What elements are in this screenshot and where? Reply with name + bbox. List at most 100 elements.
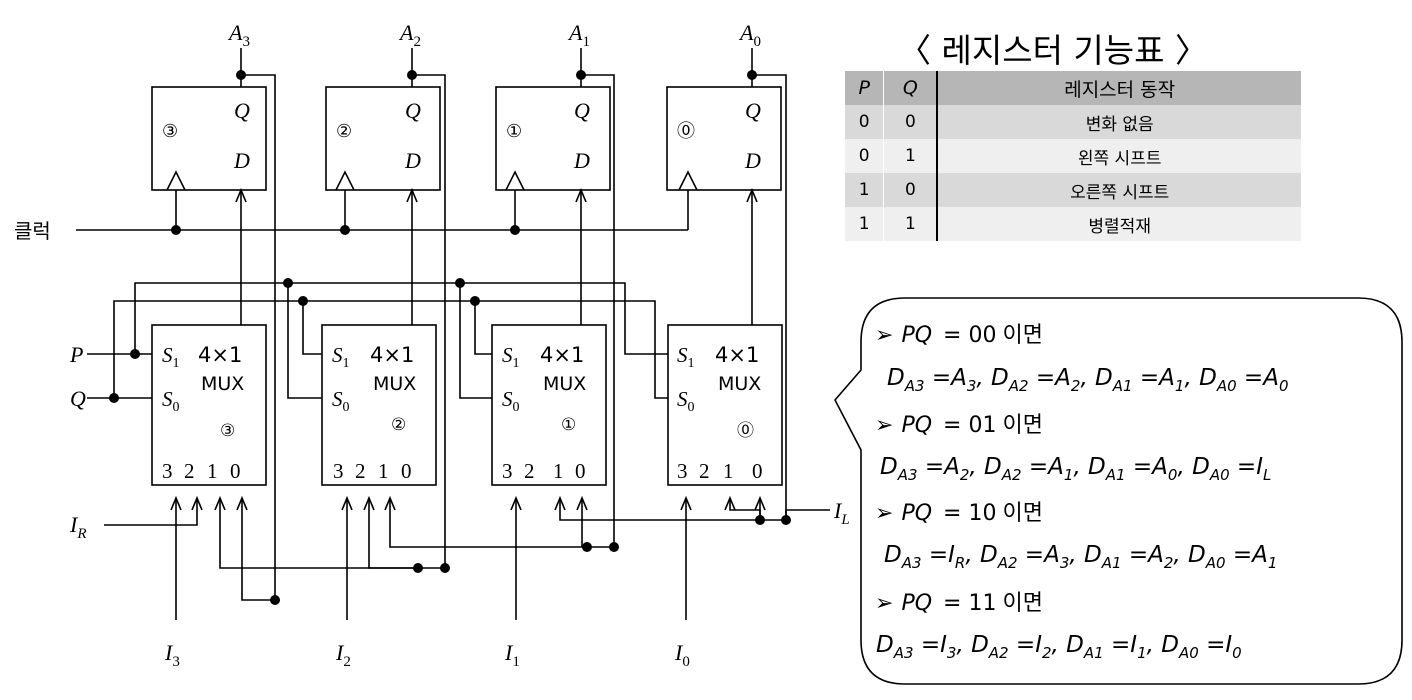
mux-size-label: 4×1	[715, 343, 759, 367]
ff-q-label: Q	[745, 98, 761, 123]
junction-dots	[109, 70, 791, 605]
table-row: 1 0 오른쪽 시프트	[845, 173, 1301, 207]
wires	[76, 48, 830, 620]
cell-q: 1	[883, 139, 938, 173]
serial-left-label: IL	[833, 498, 850, 528]
signal-q-label: Q	[70, 386, 86, 411]
mux-input-3: 3	[162, 459, 173, 483]
output-a0: A0	[738, 20, 761, 50]
callout-case-00-equations: DA3 =A3, DA2 =A2, DA1 =A1, DA0 =A0	[887, 365, 1289, 395]
mux-index: ⓪	[737, 421, 754, 441]
ff-index: ②	[336, 121, 352, 142]
flip-flop-1: ① Q D	[495, 86, 611, 191]
ff-index: ①	[506, 121, 522, 142]
mux-input-1: 1	[723, 459, 734, 483]
mux-input-1: 1	[207, 459, 218, 483]
callout-case-11-equations: DA3 =I3, DA2 =I2, DA1 =I1, DA0 =I0	[876, 632, 1242, 662]
ff-q-label: Q	[405, 98, 421, 123]
parallel-input-i2: I2	[335, 640, 351, 670]
mux-input-3: 3	[677, 459, 688, 483]
cell-q: 0	[883, 173, 938, 207]
mux-input-2: 2	[524, 459, 535, 483]
ff-index: ⓪	[677, 121, 695, 142]
cell-operation: 오른쪽 시프트	[936, 173, 1301, 207]
cell-p: 0	[845, 105, 884, 139]
signal-p-label: P	[69, 342, 83, 367]
mux-name-label: MUX	[543, 373, 586, 395]
mux-s0-label: S0	[677, 387, 695, 415]
ff-q-label: Q	[234, 98, 250, 123]
table-row: 0 0 변화 없음	[845, 105, 1301, 139]
output-a3: A3	[227, 20, 250, 50]
mux-size-label: 4×1	[198, 343, 242, 367]
mux-input-3: 3	[333, 459, 344, 483]
cell-p: 1	[845, 207, 884, 241]
parallel-input-i3: I3	[164, 640, 180, 670]
cell-p: 1	[845, 173, 884, 207]
mux-input-2: 2	[355, 459, 366, 483]
mux-s0-label: S0	[502, 387, 520, 415]
mux-3: S1 S0 4×1 MUX ③ 3 2 1 0	[151, 324, 267, 486]
mux-1: S1 S0 4×1 MUX ① 3 2 1 0	[491, 324, 607, 486]
ff-d-label: D	[744, 148, 761, 173]
flip-flop-0: ⓪ Q D	[666, 86, 782, 191]
mux-s1-label: S1	[677, 343, 695, 371]
clock-label: 클럭	[14, 219, 51, 243]
mux-name-label: MUX	[718, 373, 761, 395]
mux-index: ③	[220, 421, 235, 441]
cell-operation: 변화 없음	[936, 105, 1301, 139]
mux-name-label: MUX	[373, 373, 416, 395]
ff-d-label: D	[233, 148, 250, 173]
mux-input-0: 0	[752, 459, 763, 483]
parallel-input-labels: I3 I2 I1 I0	[164, 640, 690, 670]
mux-input-2: 2	[699, 459, 710, 483]
mux-input-0: 0	[575, 459, 586, 483]
callout-bubble	[834, 297, 1403, 685]
callout-case-10-equations: DA3 =IR, DA2 =A3, DA1 =A2, DA0 =A1	[884, 542, 1277, 572]
cell-operation: 왼쪽 시프트	[936, 139, 1301, 173]
parallel-input-i1: I1	[504, 640, 520, 670]
mux-s0-label: S0	[332, 387, 350, 415]
ff-q-label: Q	[574, 98, 590, 123]
cell-operation: 병렬적재	[936, 207, 1301, 241]
ff-index: ③	[162, 121, 178, 142]
function-table-header: P Q 레지스터 동작	[845, 71, 1301, 105]
callout-case-01-equations: DA3 =A2, DA2 =A1, DA1 =A0, DA0 =IL	[880, 454, 1271, 484]
mux-size-label: 4×1	[540, 343, 584, 367]
table-row: 0 1 왼쪽 시프트	[845, 139, 1301, 173]
cell-q: 0	[883, 105, 938, 139]
mux-size-label: 4×1	[370, 343, 414, 367]
mux-name-label: MUX	[201, 373, 244, 395]
mux-0: S1 S0 4×1 MUX ⓪ 3 2 1 0	[667, 324, 783, 486]
header-p: P	[845, 71, 884, 105]
output-a1: A1	[567, 20, 590, 50]
serial-right-label: IR	[69, 512, 87, 542]
mux-input-1: 1	[378, 459, 389, 483]
mux-s1-label: S1	[502, 343, 520, 371]
mux-s0-label: S0	[162, 387, 180, 415]
mux-index: ①	[561, 415, 576, 435]
flip-flop-2: ② Q D	[325, 86, 441, 191]
output-a2: A2	[398, 20, 421, 50]
output-labels: A3 A2 A1 A0	[227, 20, 761, 50]
mux-input-2: 2	[184, 459, 195, 483]
table-row: 1 1 병렬적재	[845, 207, 1301, 241]
ff-d-label: D	[404, 148, 421, 173]
mux-input-0: 0	[401, 459, 412, 483]
flip-flop-3: ③ Q D	[151, 86, 267, 191]
cell-q: 1	[883, 207, 938, 241]
mux-2: S1 S0 4×1 MUX ② 3 2 1 0	[321, 324, 437, 486]
function-table-title: 〈 레지스터 기능표 〉	[898, 31, 1208, 70]
function-table: P Q 레지스터 동작 0 0 변화 없음 0 1 왼쪽 시프트 1 0 오른쪽…	[845, 71, 1301, 241]
header-operation: 레지스터 동작	[936, 71, 1301, 105]
mux-input-1: 1	[553, 459, 564, 483]
mux-index: ②	[391, 415, 406, 435]
mux-input-3: 3	[502, 459, 513, 483]
header-q: Q	[883, 71, 938, 105]
